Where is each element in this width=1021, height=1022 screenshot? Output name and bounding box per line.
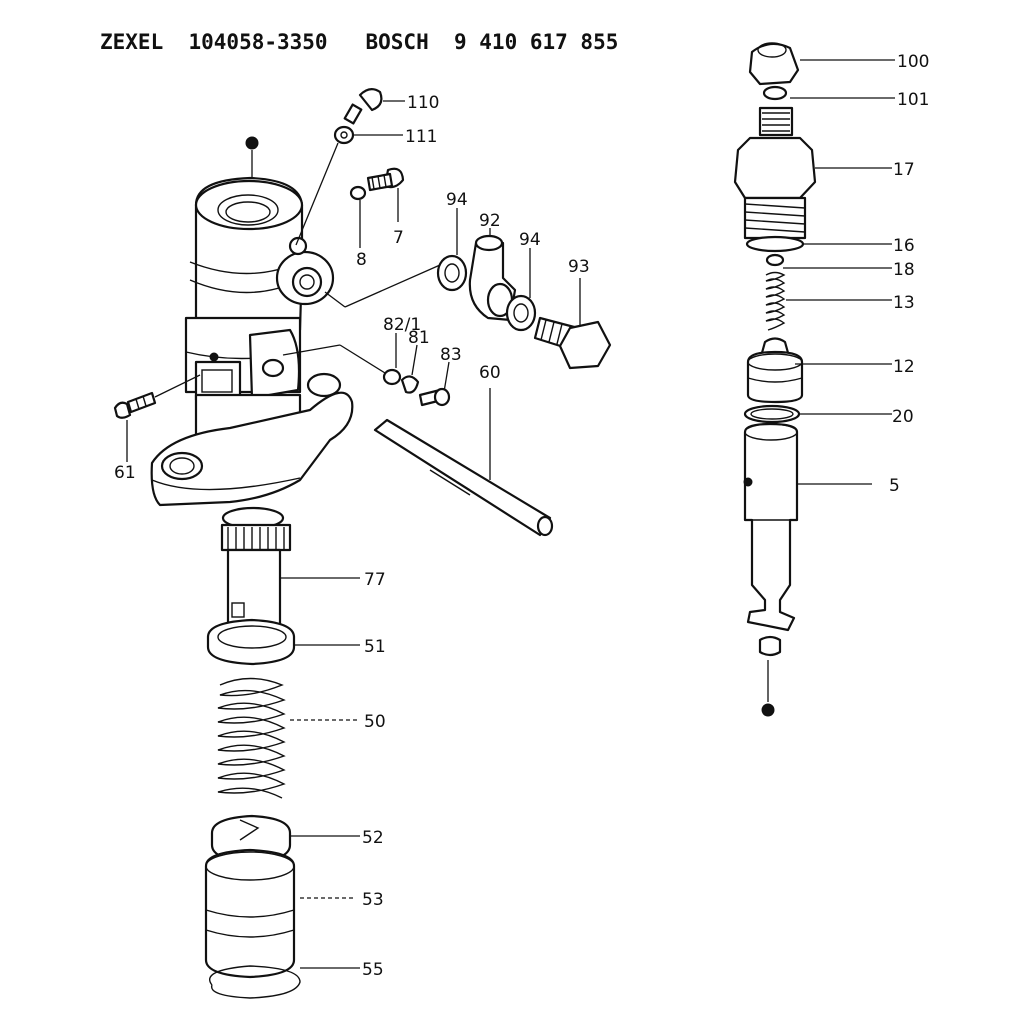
callout-52: 52: [362, 828, 384, 848]
part-16: [745, 235, 892, 253]
callout-93: 93: [568, 257, 590, 277]
callout-61: 61: [114, 463, 136, 483]
part-110: [343, 88, 405, 125]
reference-dot-top: [245, 136, 259, 150]
part-20-oring: [743, 404, 892, 424]
reference-dot-bottom: [761, 703, 775, 717]
part-13-spring: [765, 271, 892, 331]
callout-60: 60: [479, 363, 501, 383]
callout-94-right: 94: [519, 230, 541, 250]
callout-111: 111: [405, 127, 437, 147]
callout-110: 110: [407, 93, 439, 113]
callout-50: 50: [364, 712, 386, 732]
part-17-holder: [733, 106, 892, 240]
callout-18: 18: [893, 260, 915, 280]
callout-17: 17: [893, 160, 915, 180]
part-55-ring: [209, 965, 360, 999]
part-53-tappet: [204, 848, 355, 979]
callout-labels: 100 101 17 16 18 13 12 20 5 110 111 7 8 …: [114, 52, 929, 980]
callout-83: 83: [440, 345, 462, 365]
part-12-valve: [746, 337, 892, 404]
callout-81: 81: [408, 328, 430, 348]
callout-7: 7: [393, 228, 404, 248]
callout-16: 16: [893, 236, 915, 256]
callout-5: 5: [889, 476, 900, 496]
callout-53: 53: [362, 890, 384, 910]
callout-55: 55: [362, 960, 384, 980]
part-100-nut: [748, 42, 895, 86]
part-18: [765, 253, 892, 269]
callout-8: 8: [356, 250, 367, 270]
callout-51: 51: [364, 637, 386, 657]
part-51-seat: [206, 618, 360, 666]
callout-77: 77: [364, 570, 386, 590]
pump-housing: [150, 136, 354, 507]
part-5-plunger: [743, 422, 872, 717]
diagram-title: ZEXEL 104058-3350 BOSCH 9 410 617 855: [100, 30, 619, 54]
part-111: [295, 125, 403, 246]
callout-92: 92: [479, 211, 501, 231]
callout-12: 12: [893, 357, 915, 377]
part-101: [762, 85, 895, 101]
part-61-screw: [113, 374, 201, 462]
callout-100: 100: [897, 52, 929, 72]
callout-82-1: 82/1: [383, 315, 421, 335]
part-7-8: [349, 167, 405, 248]
part-60-shaft: [373, 388, 554, 537]
callout-101: 101: [897, 90, 929, 110]
callout-20: 20: [892, 407, 914, 427]
part-77-sleeve: [220, 506, 360, 630]
callout-94-left: 94: [446, 190, 468, 210]
callout-13: 13: [893, 293, 915, 313]
part-50-spring: [217, 677, 360, 799]
banjo-fitting-assembly: [324, 208, 612, 370]
parts-81-82-83: [282, 333, 451, 407]
